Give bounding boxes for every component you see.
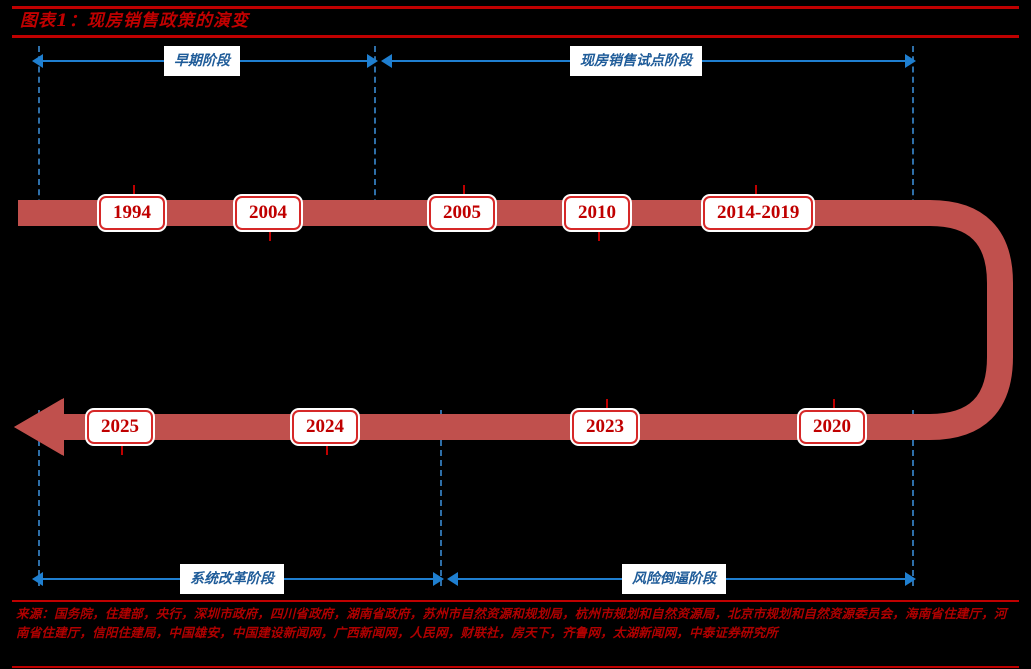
source-bottom-rule [12, 666, 1019, 668]
divider-mid-bottom [440, 410, 442, 586]
milestone-chip-2023[interactable]: 2023 [572, 410, 638, 444]
phase-bottom-1-arrow-right [433, 572, 444, 586]
milestone-chip-2005[interactable]: 2005 [429, 196, 495, 230]
title-top-rule [12, 6, 1019, 9]
divider-left-bottom [38, 410, 40, 586]
phase-label-bottom-1: 系统改革阶段 [180, 564, 284, 594]
phase-top-2-arrow-right [905, 54, 916, 68]
milestone-chip-2024[interactable]: 2024 [292, 410, 358, 444]
phase-label-top-1: 早期阶段 [164, 46, 240, 76]
phase-top-1-arrow-right [367, 54, 378, 68]
page-title: 图表1：现房销售政策的演变 [20, 11, 249, 31]
milestone-chip-2014-2019[interactable]: 2014-2019 [703, 196, 814, 230]
title-bottom-rule [12, 35, 1019, 38]
milestone-chip-2020[interactable]: 2020 [799, 410, 865, 444]
phase-top-2-arrow-left [381, 54, 392, 68]
divider-mid-top [374, 46, 376, 226]
phase-bottom-1-arrow-left [32, 572, 43, 586]
divider-right-top [912, 46, 914, 226]
milestone-chip-2010[interactable]: 2010 [564, 196, 630, 230]
phase-label-bottom-2: 风险倒逼阶段 [622, 564, 726, 594]
divider-left-top [38, 46, 40, 226]
milestone-chip-2004[interactable]: 2004 [235, 196, 301, 230]
milestone-chip-2025[interactable]: 2025 [87, 410, 153, 444]
milestone-chip-1994[interactable]: 1994 [99, 196, 165, 230]
phase-label-top-2: 现房销售试点阶段 [570, 46, 702, 76]
source-top-rule [12, 600, 1019, 602]
source-note: 来源：国务院，住建部，央行，深圳市政府，四川省政府，湖南省政府，苏州市自然资源和… [16, 606, 1007, 640]
phase-top-1-arrow-left [32, 54, 43, 68]
phase-bottom-2-arrow-right [905, 572, 916, 586]
phase-bottom-2-arrow-left [447, 572, 458, 586]
divider-right-bottom [912, 410, 914, 586]
